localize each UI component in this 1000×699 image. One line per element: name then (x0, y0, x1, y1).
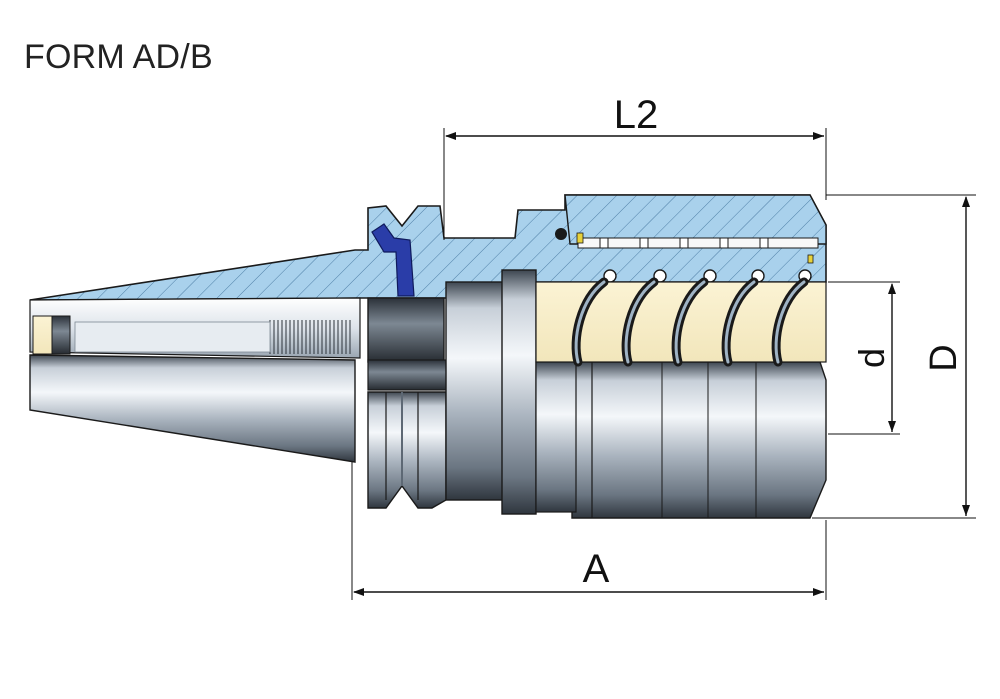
taper-shank (29, 354, 356, 463)
v-flange (367, 391, 447, 509)
bore-thread (269, 320, 351, 354)
A-label: A (583, 547, 610, 591)
yellow-detail-right (807, 254, 814, 264)
chuck-step (535, 361, 577, 513)
chuck-body (536, 361, 827, 519)
bore-grooves (74, 321, 271, 353)
bore-cream-start (32, 315, 54, 355)
flange-block (367, 297, 445, 363)
ball-row (577, 237, 819, 249)
form-title: FORM AD/B (24, 38, 213, 76)
yellow-detail (576, 232, 584, 244)
bore-stop (51, 315, 71, 355)
clamp-nut-outline (564, 194, 827, 245)
D-label: D (923, 344, 965, 371)
lock-ball-icon (555, 228, 567, 240)
L2-label: L2 (614, 93, 659, 137)
blue-pin (371, 223, 415, 297)
flange-lower (367, 359, 459, 391)
body-collar-2 (501, 269, 537, 515)
d-label: d (851, 348, 892, 368)
